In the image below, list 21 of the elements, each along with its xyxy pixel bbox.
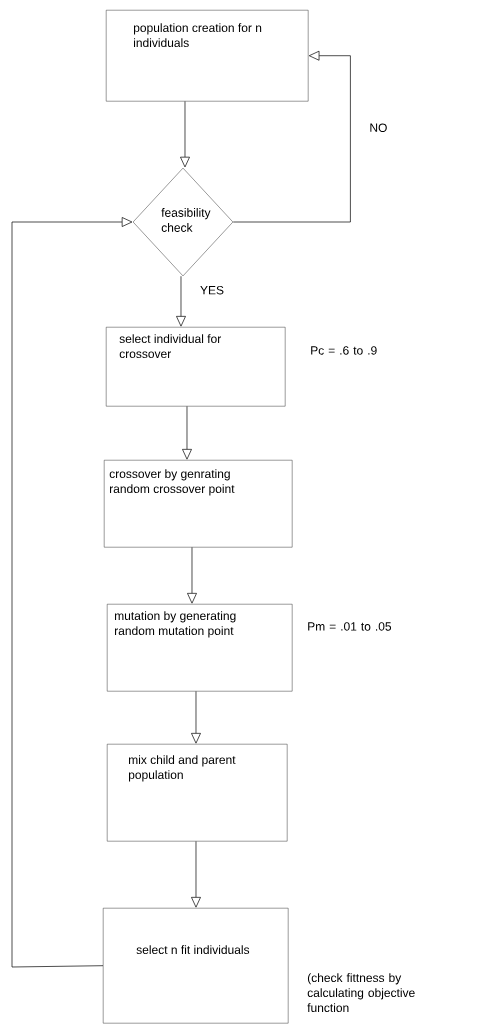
arrow xyxy=(191,691,201,744)
side-note: Pm = .01 to .05 xyxy=(308,622,392,631)
decision-diamond xyxy=(132,167,234,277)
side-note: Pc = .6 to .9 xyxy=(311,346,377,355)
arrow xyxy=(187,547,197,604)
process-box: population creation for n individuals xyxy=(106,10,309,102)
process-box: select n fit individuals xyxy=(103,908,289,1024)
arrow xyxy=(180,101,190,168)
edge-label: NO xyxy=(368,122,389,133)
side-note: (check fittness by calculating objective function xyxy=(307,973,415,1012)
edge-label: YES xyxy=(199,284,225,296)
arrow xyxy=(182,406,192,460)
arrow xyxy=(11,217,133,968)
process-box: select individual for crossover xyxy=(106,327,286,407)
process-box: crossover by genrating random crossover point xyxy=(104,460,293,548)
process-box: mutation by generating random mutation point xyxy=(107,604,293,692)
arrow xyxy=(191,841,201,908)
arrow xyxy=(176,275,186,327)
arrow xyxy=(232,50,351,223)
process-box: mix child and parent population xyxy=(107,744,288,842)
decision-text: feasibility check xyxy=(161,208,211,232)
